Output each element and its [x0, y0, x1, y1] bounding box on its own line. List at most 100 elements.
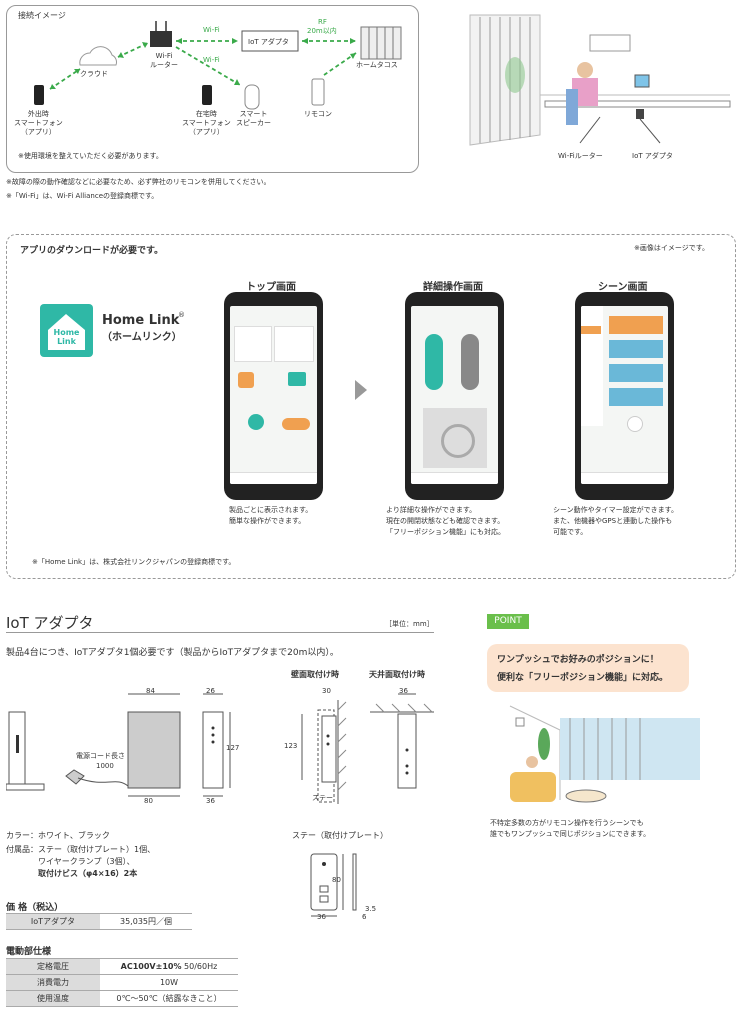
table-row: IoTアダプタ 35,035円／個: [6, 913, 192, 930]
app-trademark: ※「Home Link」は、株式会社リンクジャパンの登録商標です。: [32, 558, 236, 566]
dim-36: 36: [206, 797, 215, 805]
spec-title: 電動部仕様: [6, 947, 52, 957]
dim-80: 80: [144, 797, 153, 805]
adapter-label: IoT アダプタ: [248, 38, 289, 46]
desc-scene: シーン動作やタイマー設定ができます。 また、他機器やGPSと連動した操作も 可能…: [553, 506, 678, 536]
phone-out-label: 外出時 スマートフォン （アプリ）: [14, 110, 63, 136]
price-value: 35,035円／個: [100, 913, 192, 930]
ceiling-mount-label: 天井面取付け時: [369, 670, 425, 679]
room-adapter-label: IoT アダプタ: [632, 152, 673, 160]
point-badge: POINT: [487, 614, 529, 629]
remote-icon: [311, 78, 325, 106]
app-name-kana: （ホームリンク）: [102, 332, 182, 343]
point-line-1: ワンプッシュでお好みのポジションに！: [497, 655, 659, 665]
home-link-logo: Home Link: [40, 304, 93, 357]
spec-value: 10W: [100, 974, 238, 991]
price-item: IoTアダプタ: [6, 913, 100, 930]
wifi-label-bottom: Wi-Fi: [203, 56, 220, 64]
connection-title: 接続イメージ: [18, 11, 66, 20]
room-router-label: Wi-Fiルーター: [558, 152, 603, 160]
desc-top: 製品ごとに表示されます。 簡単な操作ができます。: [229, 506, 313, 525]
room-illustration: [469, 14, 731, 146]
point-desc: 不特定多数の方がリモコン操作を行うシーンでも 誰でもワンプッシュで同じポジション…: [490, 819, 651, 838]
dim-3-5: 3.5: [365, 905, 377, 913]
desc-detail: より詳細な操作ができます。 現在の開閉状態なども確認できます。 「フリーポジショ…: [386, 506, 505, 536]
app-section-box: [6, 234, 736, 579]
house-icon: [48, 314, 85, 350]
adapter-drawings: [6, 693, 434, 804]
stay-title: ステー（取付けプレート）: [292, 831, 388, 840]
phone-home-label: 在宅時 スマートフォン （アプリ）: [182, 110, 231, 136]
accessories-2: ワイヤークランプ（3個）、: [38, 857, 135, 866]
table-row: 定格電圧 AC100V±10% 50/60Hz: [6, 958, 238, 975]
speaker-label: スマート スピーカー: [236, 110, 271, 127]
accessories-1: 付属品：ステー（取付けプレート）1個、: [6, 845, 156, 854]
dim-36-ceiling: 36: [399, 687, 408, 695]
next-arrow-icon: [355, 380, 367, 400]
dim-123: 123: [284, 742, 298, 750]
spec-value: AC100V±10%: [120, 962, 182, 971]
connection-diagram: [34, 21, 402, 110]
screen1-title: トップ画面: [246, 282, 296, 293]
dim-36-stay: 36: [317, 913, 326, 921]
point-line-2: 便利な「フリーポジション機能」に対応。: [497, 673, 669, 683]
cord-length-value: 1000: [96, 762, 114, 770]
stay-plate-drawing: [310, 853, 357, 917]
remote-label: リモコン: [304, 110, 332, 118]
cord-length-label: 電源コード長さ: [76, 752, 125, 760]
speaker-icon: [244, 84, 260, 110]
spec-table: 定格電圧 AC100V±10% 50/60Hz 消費電力 10W 使用温度 0℃…: [6, 958, 238, 1007]
phone-out-icon: [34, 85, 44, 105]
screen2-title: 詳細操作画面: [423, 282, 483, 293]
adapter-box: [241, 30, 299, 52]
router-icon: [150, 31, 172, 47]
iot-desc: 製品4台につき、IoTアダプタ1個必要です（製品からIoTアダプタまで20m以内…: [6, 648, 339, 658]
point-illustration: [509, 705, 700, 803]
dim-6: 6: [362, 913, 367, 921]
spec-sub: 50/60Hz: [184, 962, 218, 971]
wall-mount-label: 壁面取付け時: [291, 670, 339, 679]
phone-top-screen: [224, 292, 323, 500]
cloud-label: クラウド: [80, 70, 108, 78]
rf-label: RF: [318, 18, 327, 26]
phone-home-icon: [202, 85, 212, 105]
connection-note: ※使用環境を整えていただく必要があります。: [18, 152, 163, 160]
phone-detail-screen: [405, 292, 504, 500]
dim-30: 30: [322, 687, 331, 695]
color-spec: カラー：ホワイト、ブラック: [6, 831, 110, 840]
note-2: ※「Wi-Fi」は、Wi-Fi Allianceの登録商標です。: [6, 192, 159, 200]
image-note: ※画像はイメージです。: [634, 244, 710, 252]
price-table: IoTアダプタ 35,035円／個: [6, 913, 192, 930]
table-row: 消費電力 10W: [6, 974, 238, 991]
rf-range: 20m以内: [307, 27, 337, 35]
screen3-title: シーン画面: [598, 282, 648, 293]
spec-label: 使用温度: [6, 990, 100, 1007]
logo-text: Home Link: [53, 328, 80, 346]
connection-diagram-box: [6, 5, 419, 173]
point-callout: ワンプッシュでお好みのポジションに！ 便利な「フリーポジション機能」に対応。: [487, 644, 689, 692]
price-title: 価 格（税込）: [6, 903, 64, 913]
accessories-3: 取付けビス（φ4×16）2本: [38, 869, 138, 878]
cloud-icon: [79, 46, 117, 66]
app-reg-mark: ®: [178, 311, 185, 319]
app-name: Home Link: [102, 313, 180, 328]
room-adapter-icon: [636, 109, 644, 119]
spec-value: 0℃〜50℃（結露なきこと）: [100, 990, 238, 1007]
dim-26: 26: [206, 687, 215, 695]
iot-title: IoT アダプタ: [6, 614, 94, 632]
table-row: 使用温度 0℃〜50℃（結露なきこと）: [6, 990, 238, 1007]
dim-80-stay: 80: [332, 876, 341, 884]
curtain-label: ホームタコス: [356, 61, 398, 69]
phone-scene-screen: [575, 292, 674, 500]
curtain-icon: [360, 26, 402, 60]
spec-label: 定格電圧: [6, 958, 100, 975]
note-1: ※故障の際の動作確認などに必要なため、必ず弊社のリモコンを併用してください。: [6, 178, 271, 186]
app-title: アプリのダウンロードが必要です。: [20, 246, 164, 256]
iot-title-rule: [6, 632, 434, 633]
spec-label: 消費電力: [6, 974, 100, 991]
router-label: Wi-Fi ルーター: [150, 52, 178, 69]
dim-127: 127: [226, 744, 240, 752]
stay-label: ステー: [312, 794, 333, 802]
wifi-label-top: Wi-Fi: [203, 26, 220, 34]
dim-84: 84: [146, 687, 155, 695]
